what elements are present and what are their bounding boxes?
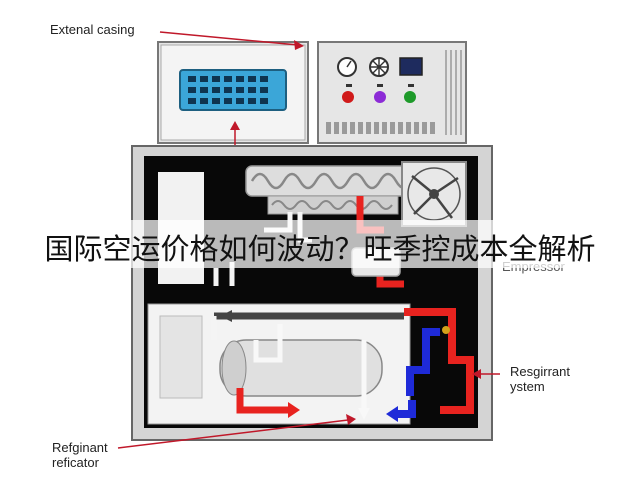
overlay-banner — [0, 220, 640, 268]
blue-arrow-head — [386, 406, 398, 422]
indicator-purple — [374, 91, 386, 103]
red-hot-loop — [404, 308, 474, 414]
indicator-green — [404, 91, 416, 103]
overlay-title: 国际空运价格如何波动？旺季控成本全解析 — [44, 232, 596, 266]
refrigerant-pointer-arrow — [117, 414, 356, 449]
label-resgirrant-system: Resgirrant ystem — [510, 364, 570, 394]
label-refginant-reficator: Refginant reficator — [52, 440, 108, 470]
vent-grille — [445, 50, 462, 135]
casing-pointer-arrow — [159, 31, 304, 50]
indicator-red — [342, 91, 354, 103]
screen-icons — [188, 76, 268, 104]
red-outlet-arrow — [236, 388, 300, 418]
condenser-coil — [245, 165, 437, 215]
system-pointer-arrow — [472, 369, 500, 379]
valve-gold — [442, 326, 450, 334]
fan-icon — [401, 161, 467, 227]
lower-dark-pipe — [211, 310, 404, 340]
label-refig-line2: reficator — [52, 455, 99, 470]
receiver-tank — [219, 324, 383, 420]
vent-slots — [326, 122, 435, 134]
control-panel-right — [317, 41, 467, 144]
label-external-casing: Extenal casing — [50, 22, 135, 37]
label-resgirrant-line2: ystem — [510, 379, 545, 394]
label-refig-line1: Refginant — [52, 440, 108, 455]
digital-display — [399, 57, 423, 76]
screen-pointer-arrow — [230, 121, 240, 145]
blue-cold-loop — [396, 328, 440, 418]
control-panel-left — [157, 41, 309, 144]
label-resgirrant-line1: Resgirrant — [510, 364, 570, 379]
